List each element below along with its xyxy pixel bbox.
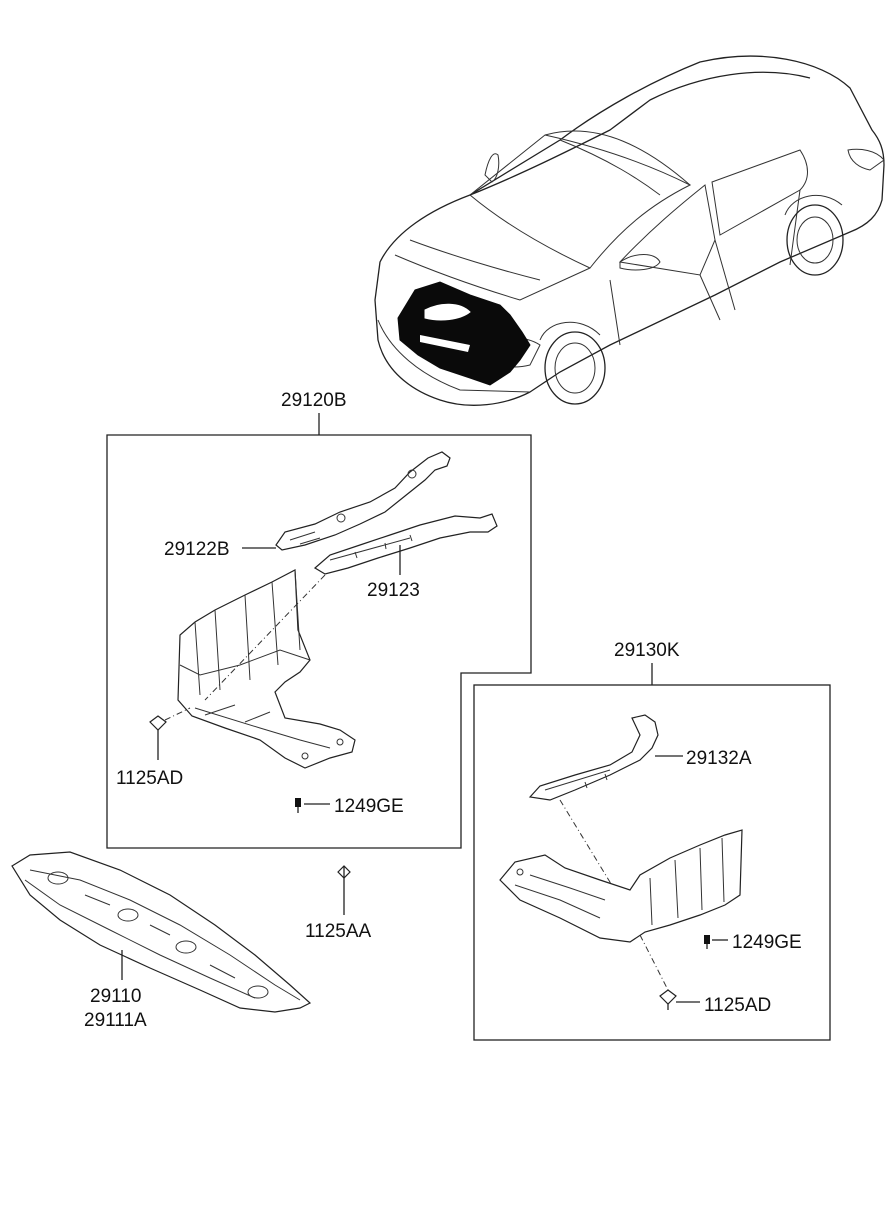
bolt-front-icon [149, 707, 191, 760]
car-illustration [374, 55, 885, 406]
center-bolt-icon [337, 865, 351, 915]
rear-splash-shield [499, 829, 743, 943]
main-under-cover [11, 851, 312, 1013]
front-lower-bracket [313, 513, 498, 575]
label-bolt-rear: 1125AD [704, 995, 771, 1016]
label-screw-rear: 1249GE [732, 932, 802, 953]
label-main-cover-a: 29110 [90, 986, 141, 1007]
front-upper-bracket [275, 451, 451, 551]
rear-bracket [528, 714, 659, 801]
label-front-lower-bracket: 29123 [367, 580, 420, 601]
label-group-front: 29120B [281, 390, 347, 411]
label-group-rear: 29130K [614, 640, 680, 661]
label-bolt-front: 1125AD [116, 768, 183, 789]
bolt-rear-icon [659, 989, 700, 1010]
screw-front-icon [295, 798, 330, 813]
label-center-bolt: 1125AA [305, 921, 372, 942]
front-splash-shield [177, 569, 356, 769]
screw-rear-icon [704, 935, 728, 949]
front-group-box [106, 434, 532, 849]
label-rear-bracket: 29132A [686, 748, 752, 769]
label-main-cover-b: 29111A [84, 1010, 147, 1031]
label-front-upper-bracket: 29122B [164, 539, 230, 560]
label-screw-front: 1249GE [334, 796, 404, 817]
